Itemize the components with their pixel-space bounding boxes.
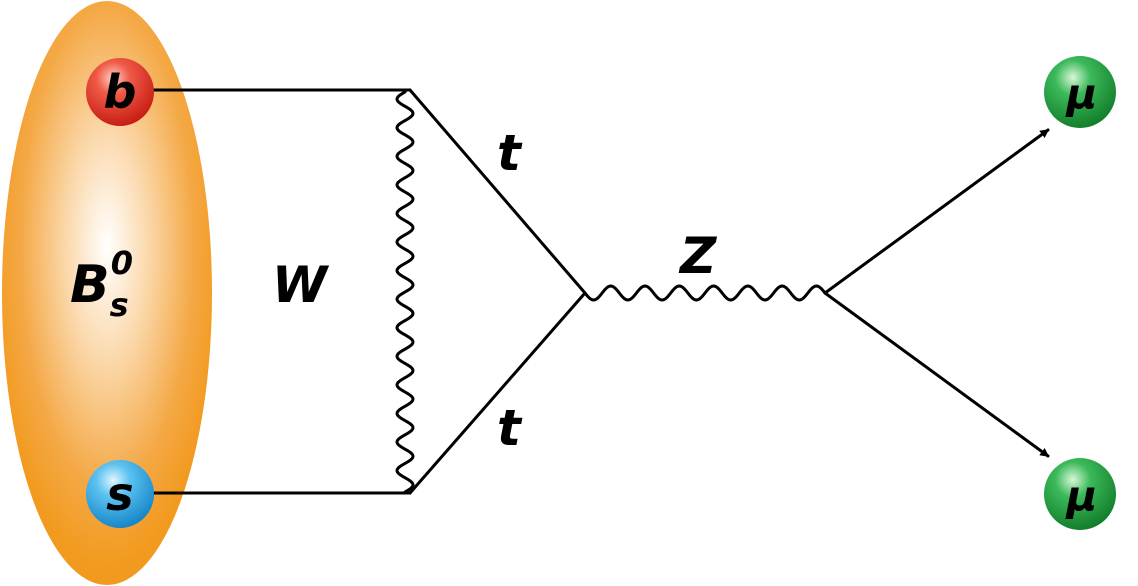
muon-lower: μ	[1044, 458, 1116, 530]
muon-upper-line	[823, 128, 1050, 295]
top-quark-lower-label: t	[497, 399, 523, 457]
z-boson-label: Z	[678, 227, 718, 285]
b-quark: b	[86, 58, 154, 126]
z-boson-line	[583, 284, 827, 302]
s-quark-label: s	[106, 467, 133, 521]
b-quark-label: b	[104, 65, 137, 119]
b-quark-circle	[86, 58, 154, 126]
meson-symbol: B	[70, 255, 110, 315]
top-quark-upper-line	[408, 88, 587, 295]
muon-upper-circle	[1044, 56, 1116, 128]
w-boson-label: W	[272, 256, 330, 314]
muon-lower-line	[823, 291, 1050, 458]
top-quark-lower-line	[408, 291, 587, 495]
s-quark: s	[86, 460, 154, 528]
meson-superscript: 0	[111, 244, 133, 282]
muon-lower-circle	[1044, 458, 1116, 530]
muon-upper: μ	[1044, 56, 1116, 128]
muon-lower-label: μ	[1065, 472, 1098, 521]
meson-ellipse	[2, 1, 212, 585]
top-quark-upper-label: t	[497, 124, 523, 182]
meson-subscript: s	[110, 286, 129, 324]
w-boson-line	[395, 90, 415, 494]
muon-upper-label: μ	[1065, 70, 1098, 119]
meson-label: Bs 0	[70, 244, 133, 324]
s-quark-circle	[86, 460, 154, 528]
